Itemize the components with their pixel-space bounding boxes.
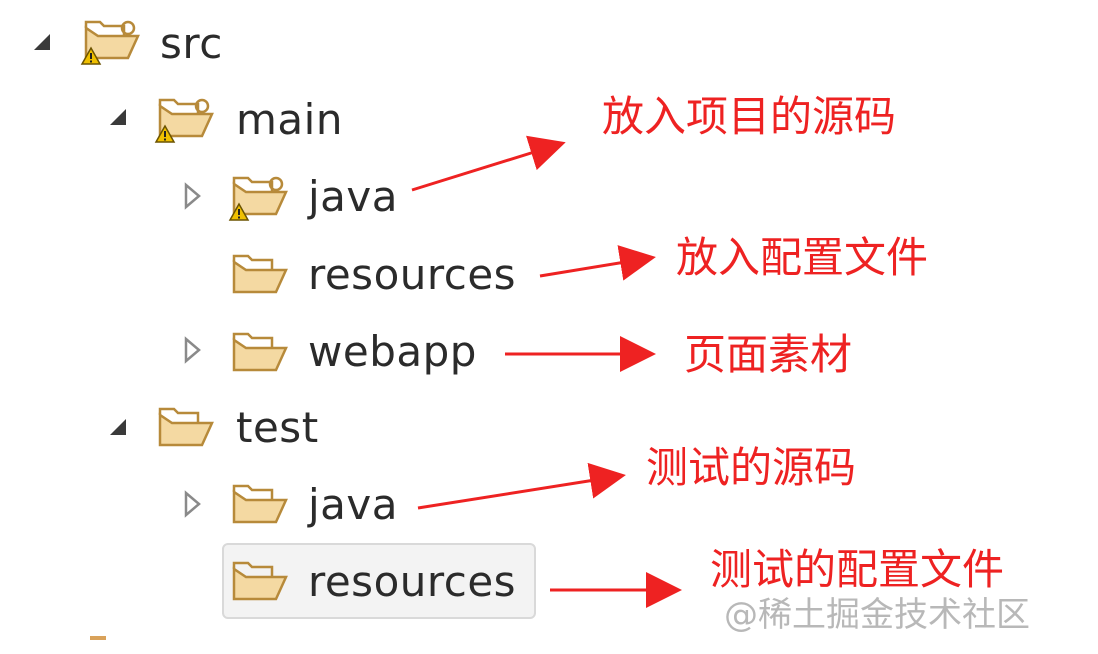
- collapsed-arrow-icon[interactable]: [178, 490, 206, 518]
- folder-icon: [228, 555, 292, 607]
- partial-folder-icon: [90, 636, 106, 640]
- annotation-test-resources: 测试的配置文件: [710, 545, 1005, 594]
- watermark-text: @稀土掘金技术社区: [724, 595, 1030, 635]
- collapsed-arrow-icon[interactable]: [178, 336, 206, 364]
- folder-icon: [228, 248, 292, 300]
- tree-node-test-java[interactable]: java: [308, 480, 398, 529]
- arrow-main-java: [411, 135, 566, 192]
- expanded-arrow-icon[interactable]: [104, 103, 132, 131]
- source-folder-warning-icon: [80, 14, 144, 66]
- tree-node-main-webapp[interactable]: webapp: [308, 327, 477, 376]
- folder-icon: [228, 326, 292, 378]
- annotation-main-resources: 放入配置文件: [676, 233, 929, 282]
- expanded-arrow-icon[interactable]: [104, 413, 132, 441]
- source-folder-warning-icon: [228, 170, 292, 222]
- source-folder-warning-icon: [154, 92, 218, 144]
- folder-icon: [154, 401, 218, 453]
- arrow-main-resources: [539, 245, 656, 281]
- tree-node-main-java[interactable]: java: [308, 172, 398, 221]
- collapsed-arrow-icon[interactable]: [178, 182, 206, 210]
- tree-node-test[interactable]: test: [236, 403, 319, 452]
- folder-icon: [228, 478, 292, 530]
- annotation-main-java: 放入项目的源码: [602, 92, 897, 141]
- annotation-main-webapp: 页面素材: [684, 330, 853, 379]
- tree-node-src[interactable]: src: [160, 19, 223, 68]
- expanded-arrow-icon[interactable]: [28, 28, 56, 56]
- tree-node-main[interactable]: main: [236, 95, 343, 144]
- tree-node-main-resources[interactable]: resources: [308, 250, 517, 299]
- arrow-test-java: [417, 462, 626, 510]
- tree-node-test-resources[interactable]: resources: [308, 557, 517, 606]
- annotation-test-java: 测试的源码: [646, 443, 857, 492]
